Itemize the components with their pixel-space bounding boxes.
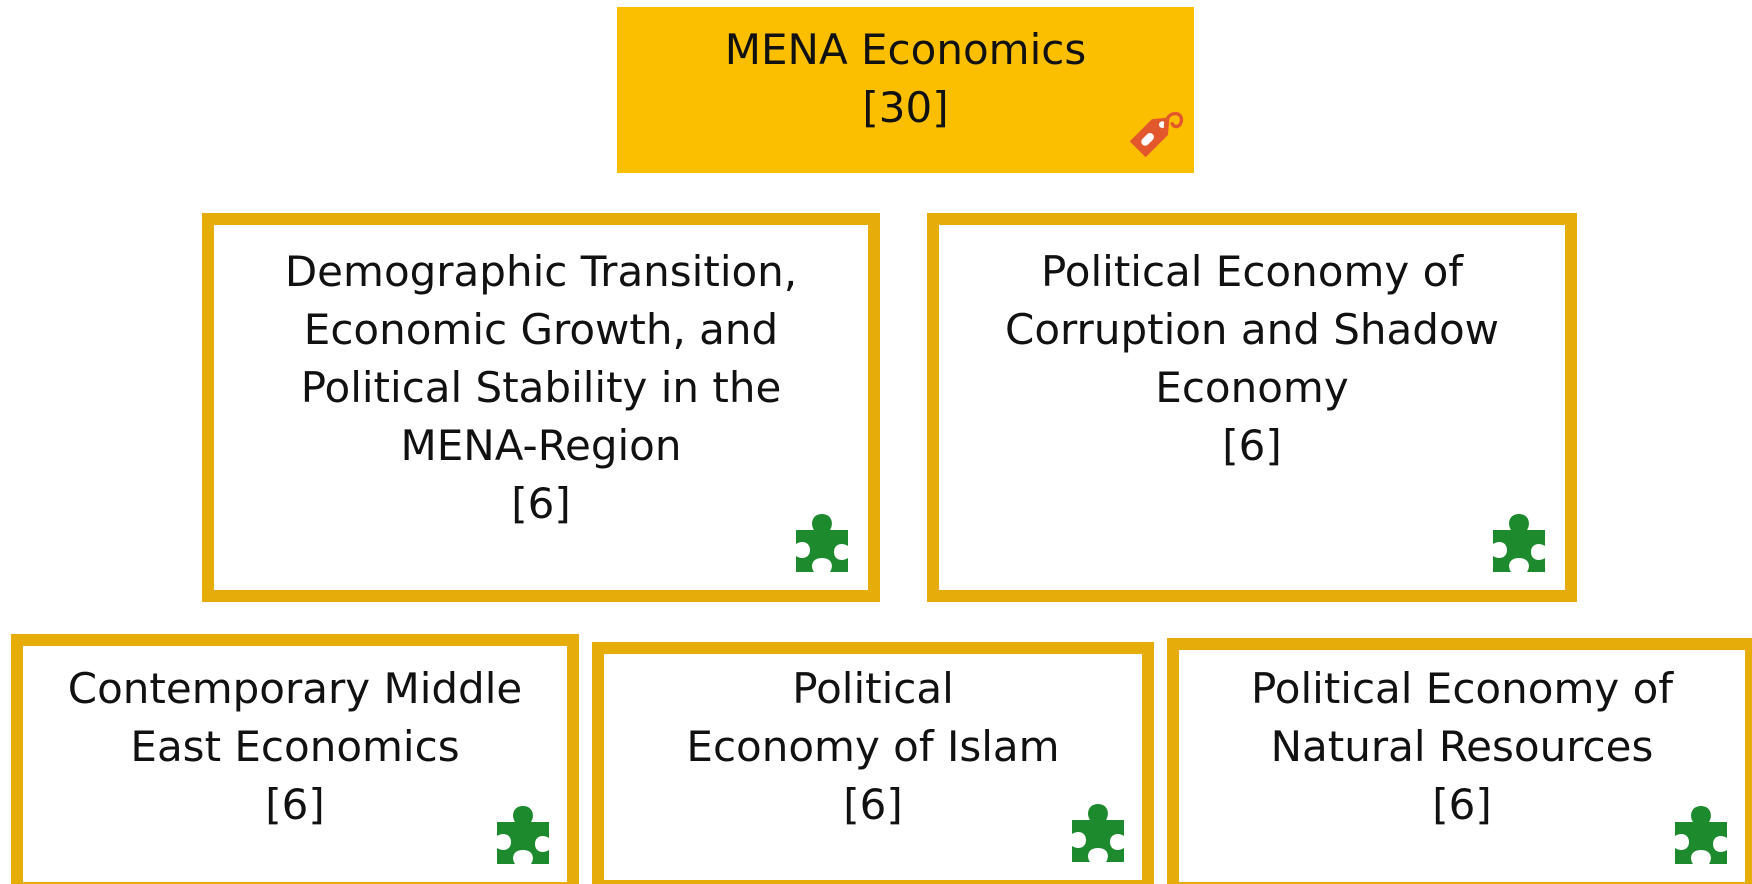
module-demographic-transition[interactable]: Demographic Transition, Economic Growth,… [202, 213, 880, 602]
module-title-line: Political Economy of [1040, 247, 1464, 296]
puzzle-icon [1072, 804, 1124, 862]
module-title-line: East Economics [130, 722, 460, 771]
puzzle-icon [1675, 806, 1727, 864]
module-title-line: Contemporary Middle [67, 664, 523, 713]
module-natural-resources[interactable]: Political Economy of Natural Resources [… [1167, 638, 1752, 884]
module-title-line: Economic Growth, and [303, 305, 779, 354]
module-title-line: Economy [1155, 363, 1349, 412]
module-credits: [6] [1222, 421, 1282, 470]
puzzle-icon [497, 806, 549, 864]
puzzle-icon [1493, 514, 1545, 572]
module-credits: [6] [511, 479, 571, 528]
module-corruption-shadow-economy[interactable]: Political Economy of Corruption and Shad… [927, 213, 1577, 602]
module-contemporary-middle-east[interactable]: Contemporary Middle East Economics [6] [11, 634, 579, 884]
root-credits: [30] [862, 83, 949, 132]
module-title-line: Corruption and Shadow [1005, 305, 1499, 354]
module-title-line: MENA-Region [400, 421, 682, 470]
module-title-line: Political [792, 664, 954, 713]
module-title-line: Demographic Transition, [284, 247, 798, 296]
root-node-mena-economics[interactable]: MENA Economics [30] [617, 7, 1194, 173]
tag-icon [1129, 111, 1183, 158]
module-credits: [6] [265, 780, 325, 829]
module-credits: [6] [1432, 780, 1492, 829]
root-title: MENA Economics [724, 25, 1087, 74]
module-political-economy-islam[interactable]: Political Economy of Islam [6] [592, 642, 1154, 884]
module-title-line: Political Economy of [1250, 664, 1674, 713]
module-title-line: Political Stability in the [300, 363, 782, 412]
module-title-line: Natural Resources [1270, 722, 1654, 771]
puzzle-icon [796, 514, 848, 572]
module-credits: [6] [843, 780, 903, 829]
module-title-line: Economy of Islam [686, 722, 1060, 771]
